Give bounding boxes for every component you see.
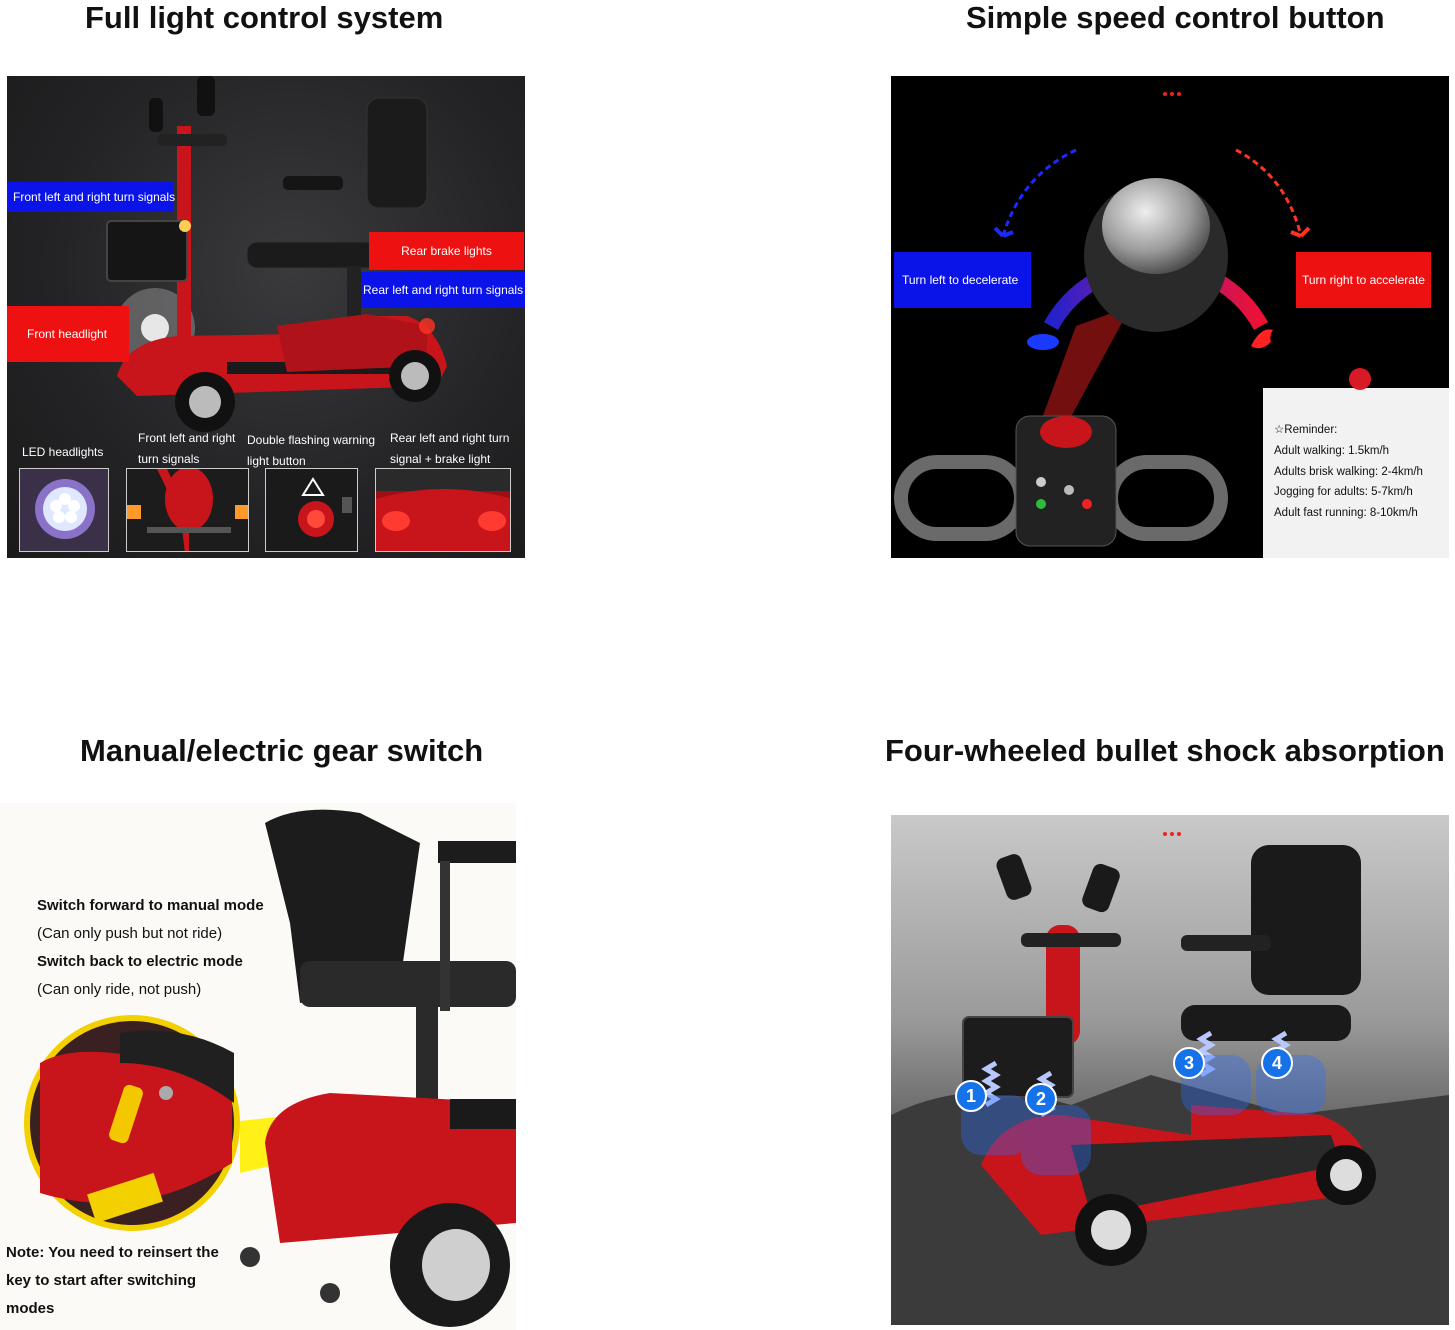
gear-line-manual-note: (Can only push but not ride) bbox=[37, 925, 223, 942]
gear-note-l3: modes bbox=[6, 1300, 55, 1317]
reminder-title: ☆Reminder: bbox=[1274, 424, 1338, 436]
tag-front-turn-signals: Front left and right turn signals bbox=[7, 182, 175, 212]
shock-badge-3: 3 bbox=[1173, 1047, 1205, 1079]
thumb-warning-button bbox=[265, 468, 358, 552]
light-control-panel: Front left and right turn signals Rear b… bbox=[7, 76, 525, 558]
caption-double-flash-l1: Double flashing warning bbox=[247, 433, 376, 447]
shock-absorption-panel: 1 2 3 4 bbox=[891, 815, 1449, 1325]
tag-rear-brake-lights: Rear brake lights bbox=[369, 232, 524, 270]
scooter-illustration bbox=[106, 76, 447, 432]
heading-gear-switch: Manual/electric gear switch bbox=[80, 733, 484, 768]
speed-control-panel: Turn left to decelerate Turn right to ac… bbox=[891, 76, 1449, 558]
tag-front-headlight: Front headlight bbox=[7, 306, 129, 362]
tag-accelerate: Turn right to accelerate bbox=[1296, 252, 1431, 308]
heading-shock-absorption: Four-wheeled bullet shock absorption bbox=[885, 733, 1445, 768]
thumb-rear-lights bbox=[375, 468, 511, 552]
gear-note-l1: Note: You need to reinsert the bbox=[6, 1244, 219, 1261]
reminder-line-4: Adult fast running: 8-10km/h bbox=[1274, 507, 1418, 520]
caption-led-headlights: LED headlights bbox=[22, 445, 104, 459]
pushpin-icon bbox=[1349, 368, 1371, 390]
caption-front-turn-l1: Front left and right bbox=[138, 431, 236, 445]
shock-badge-2: 2 bbox=[1025, 1083, 1057, 1115]
gear-line-electric: Switch back to electric mode bbox=[37, 953, 243, 970]
scooter-shock-illustration bbox=[891, 832, 1449, 1325]
caption-double-flash-l2: light button bbox=[247, 454, 306, 468]
tag-rear-turn-signals: Rear left and right turn signals bbox=[361, 272, 525, 308]
gear-switch-illustration bbox=[24, 809, 516, 1327]
gear-line-manual: Switch forward to manual mode bbox=[37, 897, 264, 914]
reminder-line-1: Adult walking: 1.5km/h bbox=[1274, 444, 1390, 457]
shock-badge-1: 1 bbox=[955, 1080, 987, 1112]
thumb-led-headlights bbox=[19, 468, 109, 552]
shock-badge-4: 4 bbox=[1261, 1047, 1293, 1079]
caption-rear-l2: signal + brake light bbox=[390, 452, 491, 466]
caption-front-turn-l2: turn signals bbox=[138, 452, 200, 466]
reminder-note: ☆Reminder: Adult walking: 1.5km/h Adults… bbox=[1263, 368, 1449, 558]
reminder-line-2: Adults brisk walking: 2-4km/h bbox=[1274, 465, 1423, 478]
heading-light-control: Full light control system bbox=[85, 0, 444, 35]
tag-decelerate: Turn left to decelerate bbox=[894, 252, 1031, 308]
gear-line-electric-note: (Can only ride, not push) bbox=[37, 981, 202, 998]
gear-switch-panel: Switch forward to manual mode (Can only … bbox=[0, 803, 516, 1330]
speed-knob-illustration bbox=[894, 92, 1311, 547]
caption-rear-l1: Rear left and right turn bbox=[390, 431, 510, 445]
heading-speed-control: Simple speed control button bbox=[966, 0, 1385, 35]
reminder-line-3: Jogging for adults: 5-7km/h bbox=[1274, 486, 1413, 499]
thumb-front-turn-signals bbox=[126, 468, 249, 552]
gear-note-l2: key to start after switching bbox=[6, 1272, 197, 1289]
